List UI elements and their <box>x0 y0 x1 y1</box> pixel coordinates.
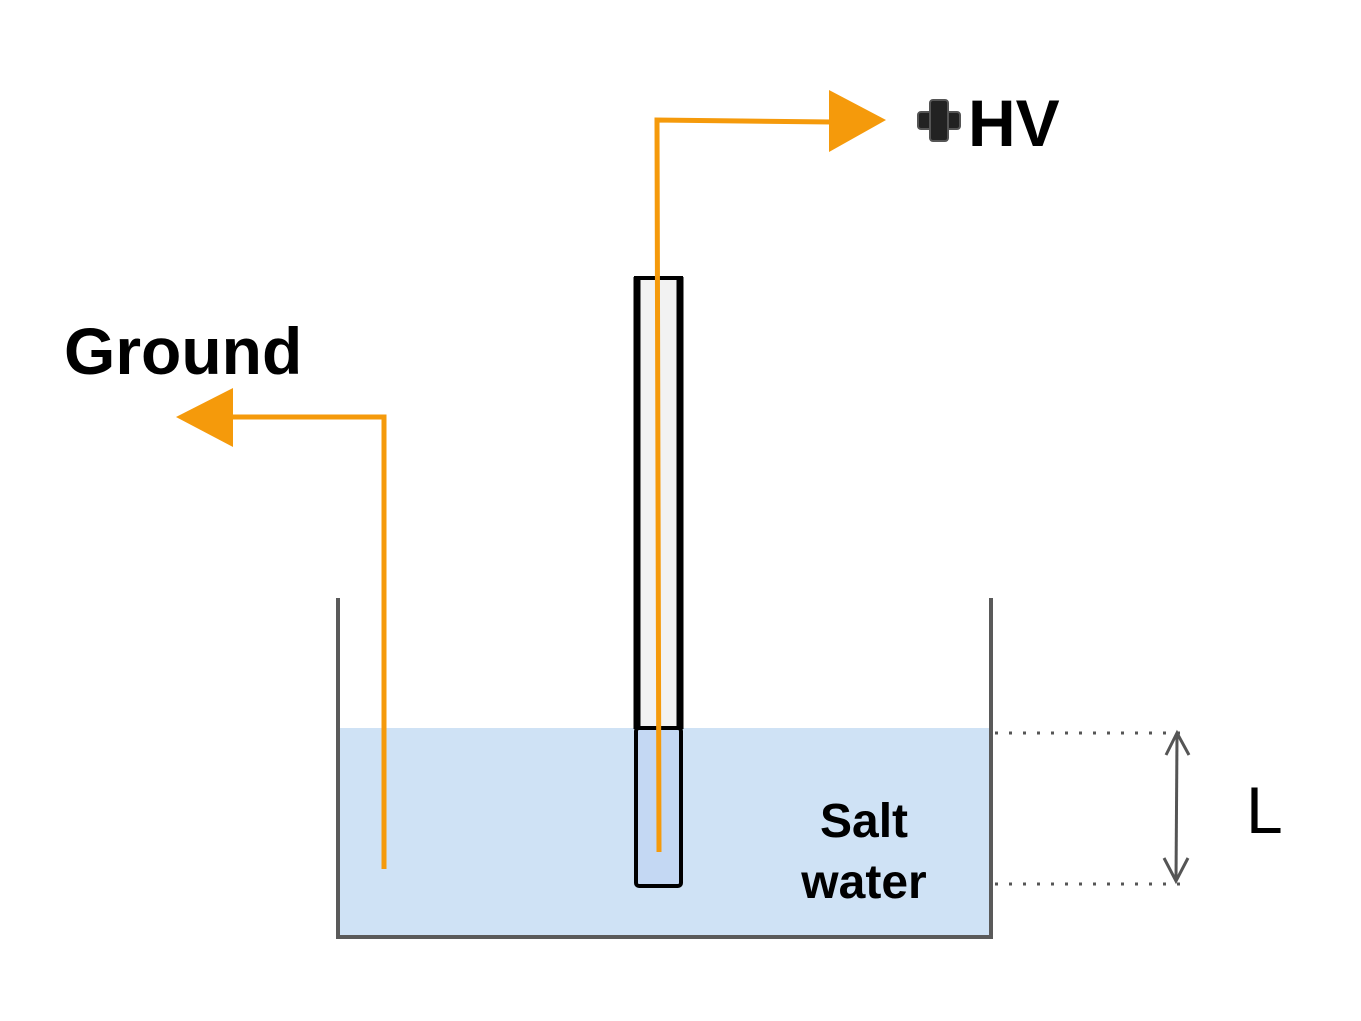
container <box>336 598 993 939</box>
hv-label: HV <box>968 86 1060 160</box>
dimension-arrow-bottom <box>1162 857 1190 885</box>
salt-water-label-line1: Salt <box>820 795 908 848</box>
length-label: L <box>1246 773 1283 847</box>
dimension-arrow-top <box>1164 729 1191 756</box>
salt-water-label-line2: water <box>800 856 926 909</box>
ground-label: Ground <box>64 314 302 388</box>
hv-arrowhead <box>829 90 886 152</box>
length-dimension-line <box>1174 735 1179 881</box>
plus-icon <box>917 99 961 142</box>
hv-wire <box>654 117 833 853</box>
ground-arrowhead <box>176 388 233 447</box>
ground-wire <box>232 414 387 869</box>
